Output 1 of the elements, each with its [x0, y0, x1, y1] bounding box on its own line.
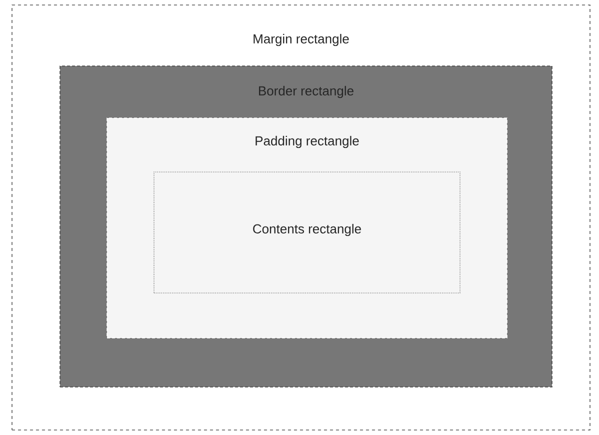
contents-box: Contents rectangle	[154, 172, 460, 294]
